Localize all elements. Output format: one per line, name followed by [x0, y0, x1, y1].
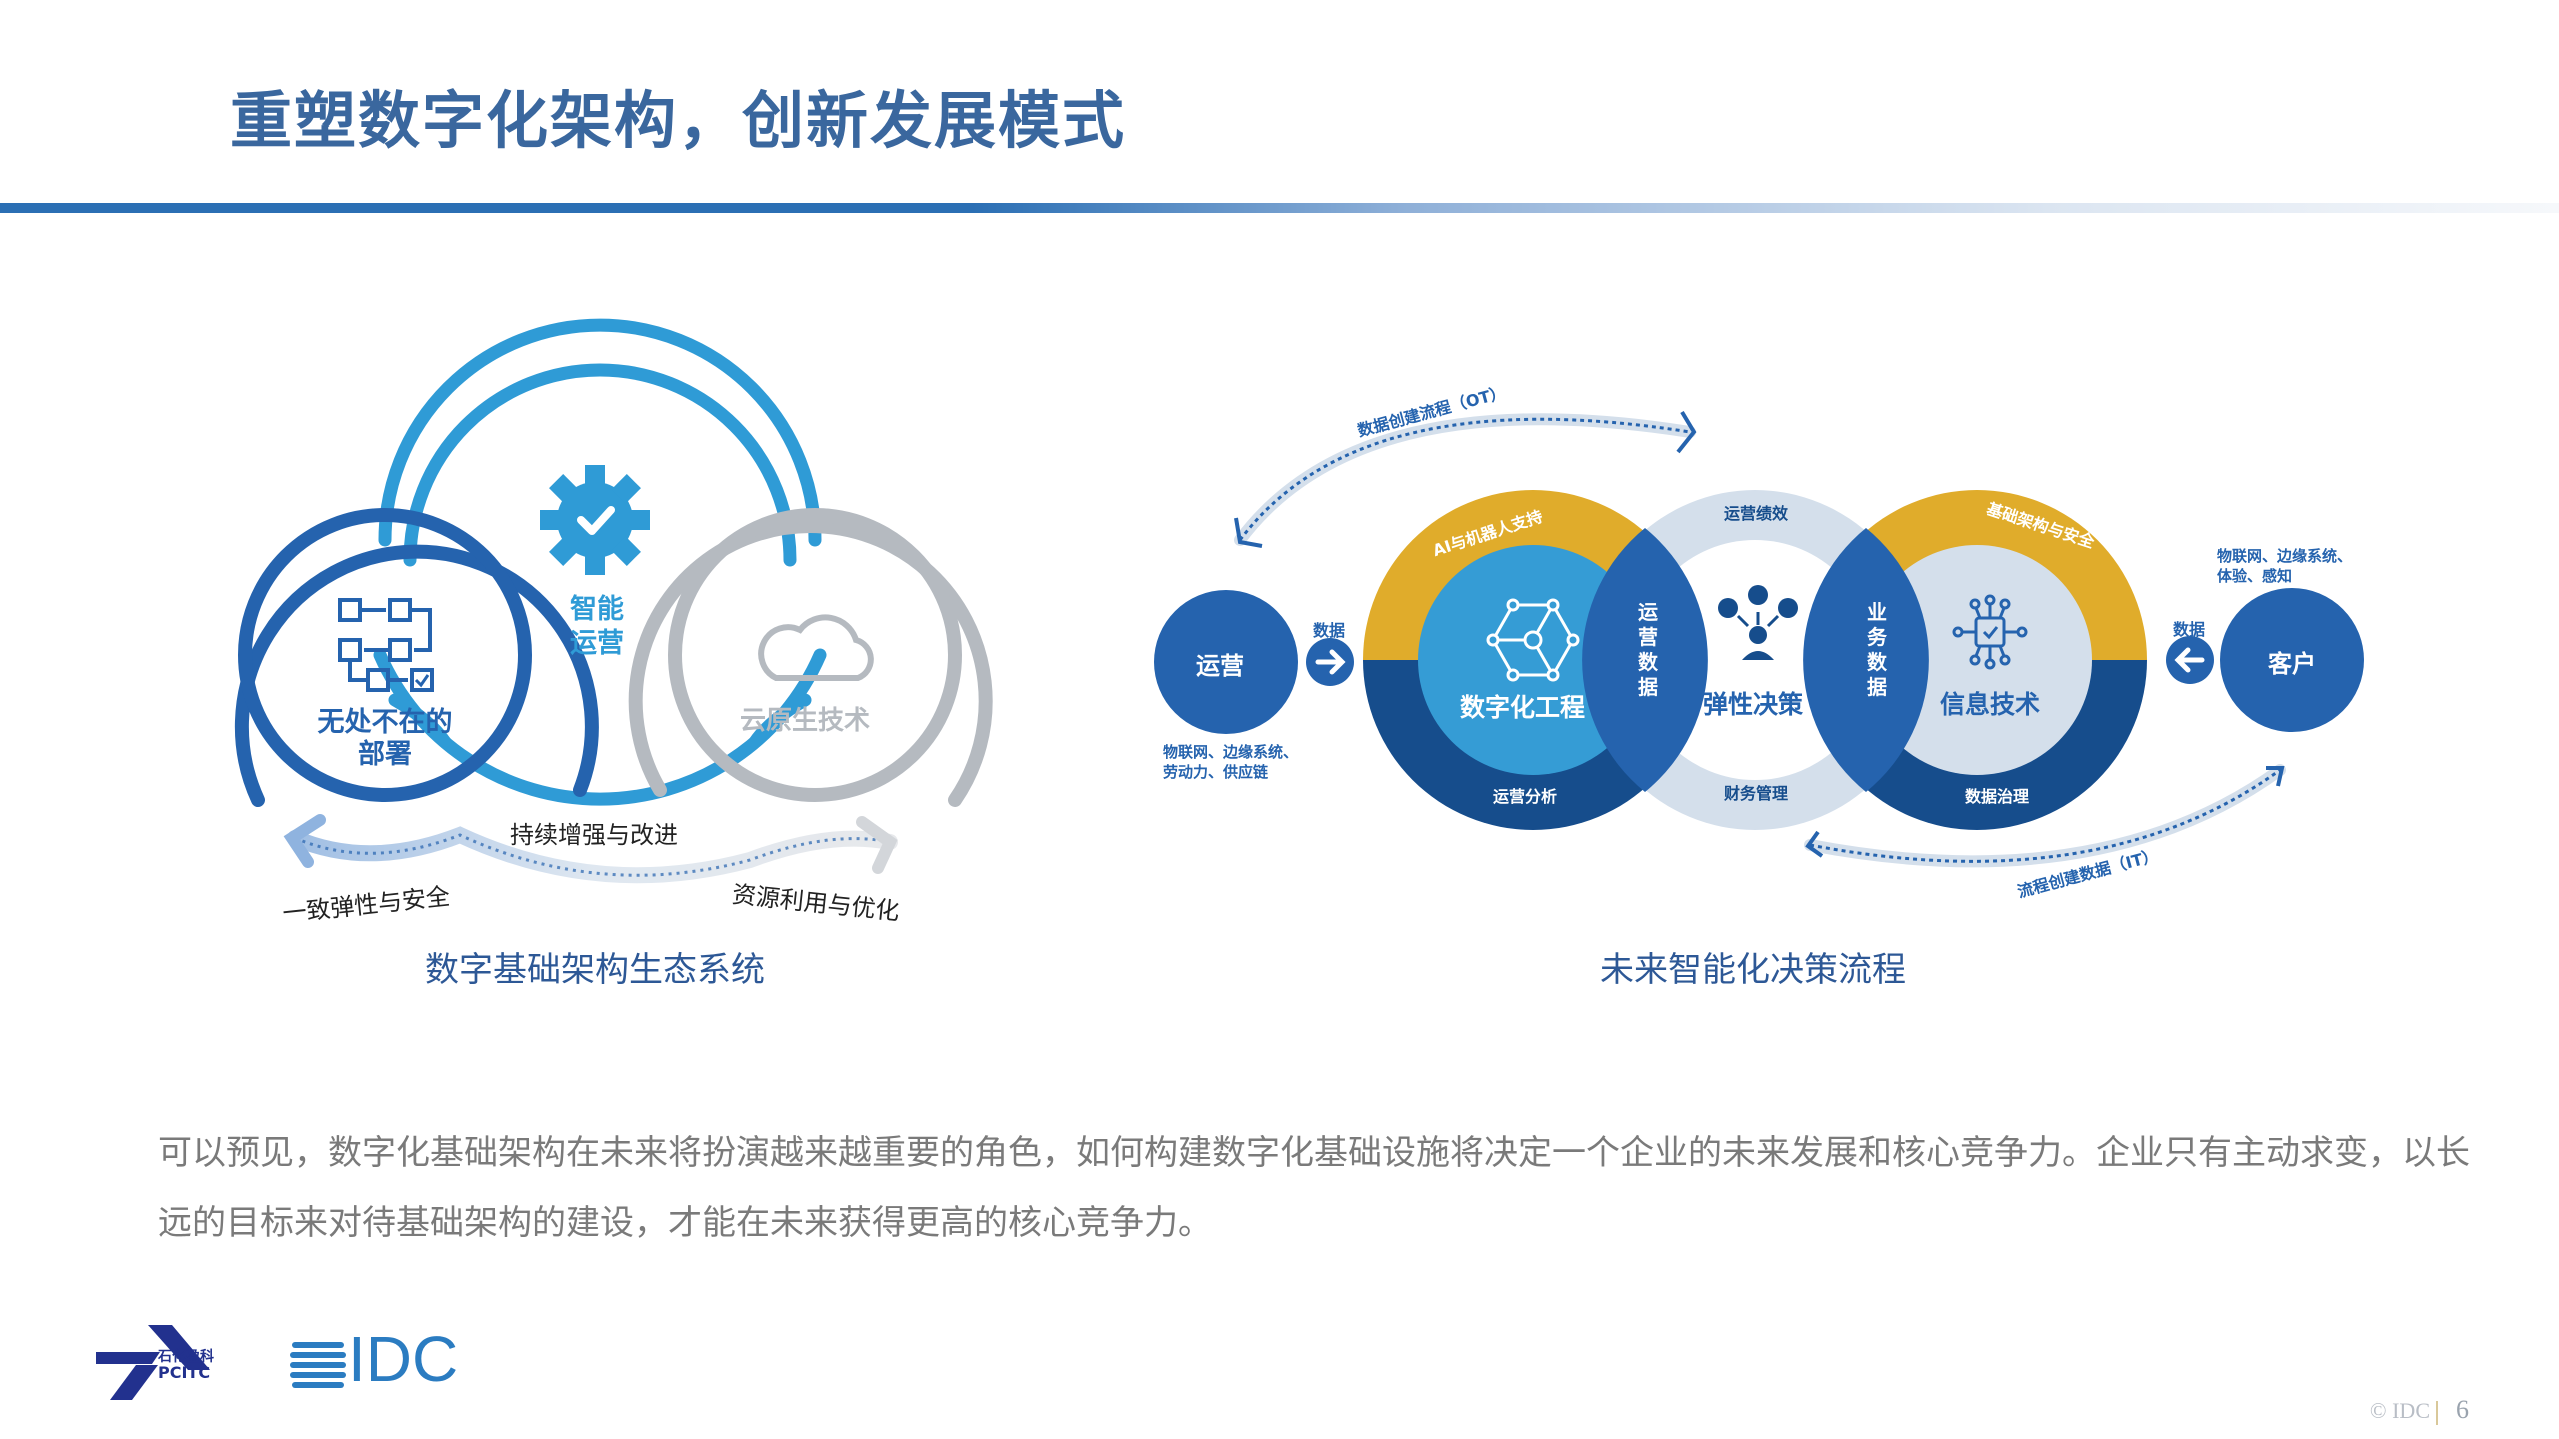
ops-node-label: 运营 — [1196, 652, 1244, 680]
chip-circuit-icon — [1952, 594, 2028, 670]
workflow-icon — [338, 598, 434, 692]
page-number: 6 — [2456, 1395, 2469, 1424]
ops-data-char: 据 — [1638, 675, 1658, 699]
gear-check-icon — [540, 465, 650, 575]
cloud-native-label: 云原生技术 — [740, 706, 871, 736]
smart-ops-ring — [373, 318, 827, 806]
biz-data-lens — [1803, 528, 1929, 792]
deployment-ring — [234, 508, 599, 807]
customer-node-sub: 物联网、边缘系统、 体验、感知 — [2217, 546, 2352, 586]
ops-sub-line2: 劳动力、供应链 — [1163, 763, 1269, 781]
smart-ops-line2: 运营 — [570, 628, 624, 659]
deployment-line2: 部署 — [358, 739, 412, 770]
customer-data-label: 数据 — [2173, 620, 2206, 639]
page-footer: © IDC 6 — [2370, 1395, 2469, 1425]
ops-node — [1154, 590, 1298, 734]
copyright-text: © IDC — [2369, 1398, 2430, 1423]
cloud-native-ring — [628, 508, 993, 807]
biz-data-char: 据 — [1867, 675, 1887, 699]
idc-logo-text: IDC — [348, 1323, 459, 1395]
ops-data-char: 运 — [1638, 600, 1658, 624]
smart-ops-label: 智能 运营 — [570, 593, 624, 661]
ops-analysis-label: 运营分析 — [1493, 787, 1558, 806]
smart-ops-line1: 智能 — [570, 594, 624, 625]
page-title: 重塑数字化架构，创新发展模式 — [230, 84, 1127, 157]
network-cube-icon — [1486, 598, 1580, 682]
body-paragraph: 可以预见，数字化基础架构在未来将扮演越来越重要的角色，如何构建数字化基础设施将决… — [158, 1133, 2470, 1243]
biz-data-char: 数 — [1867, 650, 1887, 674]
data-governance-label: 数据治理 — [1965, 787, 2030, 806]
decision-person-icon — [1718, 585, 1798, 660]
deployment-line1: 无处不在的 — [317, 707, 453, 738]
pcitc-logo-text: 石化盈科 PCITC — [158, 1349, 214, 1382]
ops-data-label: 数据 — [1313, 621, 1346, 640]
customer-sub-line1: 物联网、边缘系统、 — [2217, 547, 2353, 565]
pcitc-cn-text: 石化盈科 — [158, 1349, 214, 1365]
ops-performance-label: 运营绩效 — [1724, 504, 1789, 523]
footer-divider — [2436, 1400, 2438, 1425]
improvement-loop-arrow — [283, 814, 898, 884]
title-divider — [0, 203, 2559, 213]
customer-sub-line2: 体验、感知 — [2217, 567, 2293, 585]
customer-node — [2220, 588, 2364, 732]
digital-engineering-label: 数字化工程 — [1460, 693, 1586, 722]
cloud-icon — [758, 614, 874, 681]
pcitc-en-text: PCITC — [158, 1363, 211, 1382]
ops-data-char: 营 — [1638, 625, 1658, 649]
ecosystem-caption: 数字基础架构生态系统 — [425, 950, 765, 990]
ops-data-char: 数 — [1638, 650, 1658, 674]
pcitc-logo-mark — [96, 1325, 210, 1400]
resilient-decision-label: 弹性决策 — [1703, 690, 1804, 719]
continuous-improvement-label: 持续增强与改进 — [510, 821, 678, 849]
info-tech-label: 信息技术 — [1940, 690, 2041, 719]
customer-node-label: 客户 — [2268, 650, 2316, 678]
biz-data-char: 务 — [1867, 625, 1887, 649]
ops-data-vertical: 运 营 数 据 — [1636, 600, 1660, 700]
idc-logo-mark — [290, 1342, 346, 1388]
biz-data-char: 业 — [1867, 600, 1887, 624]
deployment-label: 无处不在的 部署 — [300, 707, 470, 771]
it-flow-arc — [1804, 764, 2286, 868]
financial-mgmt-label: 财务管理 — [1724, 784, 1789, 803]
biz-data-vertical: 业 务 数 据 — [1865, 600, 1889, 700]
ot-flow-arc — [1234, 410, 1697, 548]
decision-flow-caption: 未来智能化决策流程 — [1600, 950, 1906, 990]
ops-node-sub: 物联网、边缘系统、 劳动力、供应链 — [1163, 742, 1298, 782]
ops-sub-line1: 物联网、边缘系统、 — [1163, 743, 1299, 761]
